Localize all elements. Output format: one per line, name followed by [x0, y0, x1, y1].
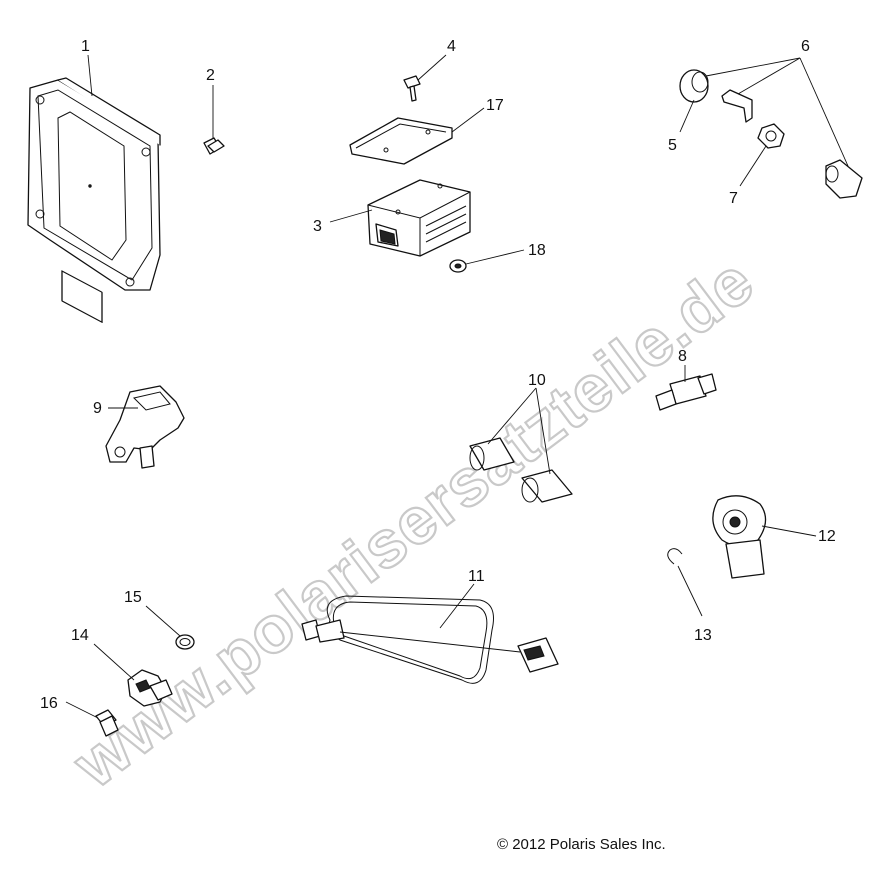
part-8-temp-sensor — [655, 373, 717, 411]
callout-13: 13 — [694, 627, 712, 644]
part-10-connector-b — [521, 469, 573, 503]
callout-8: 8 — [678, 348, 687, 365]
part-10-connector-a — [469, 437, 515, 471]
part-1-ecu — [27, 77, 161, 323]
callout-1: 1 — [81, 38, 90, 55]
callout-17: 17 — [486, 97, 504, 114]
copyright-notice: © 2012 Polaris Sales Inc. — [497, 836, 666, 853]
part-7-nut — [757, 123, 785, 149]
part-17-gasket — [349, 117, 453, 165]
callout-12: 12 — [818, 528, 836, 545]
part-3-module — [367, 179, 471, 257]
part-5-cap — [679, 69, 709, 103]
part-16-bolt — [95, 709, 119, 737]
callout-16: 16 — [40, 695, 58, 712]
part-13-clip — [667, 548, 683, 565]
part-11-harness — [301, 595, 559, 684]
callout-14: 14 — [71, 627, 89, 644]
part-9-crank-sensor — [105, 385, 185, 469]
part-4-bolt — [403, 75, 421, 102]
part-2-screw — [203, 137, 225, 155]
part-6-bracket — [721, 89, 753, 123]
callout-4: 4 — [447, 38, 456, 55]
callout-15: 15 — [124, 589, 142, 606]
callout-7: 7 — [729, 190, 738, 207]
part-15-o-ring — [175, 634, 195, 650]
part-6-sensor — [825, 159, 863, 199]
part-18-grommet — [449, 259, 467, 273]
callout-11: 11 — [468, 568, 485, 585]
part-12-knock-sensor — [712, 495, 767, 579]
part-14-cam-sensor — [127, 669, 173, 707]
callout-9: 9 — [93, 400, 102, 417]
callout-2: 2 — [206, 67, 215, 84]
callout-10: 10 — [528, 372, 546, 389]
callout-3: 3 — [313, 218, 322, 235]
callout-5: 5 — [668, 137, 677, 154]
callout-18: 18 — [528, 242, 546, 259]
watermark: www.polarisersatzteile.de — [59, 243, 767, 802]
callout-6: 6 — [801, 38, 810, 55]
